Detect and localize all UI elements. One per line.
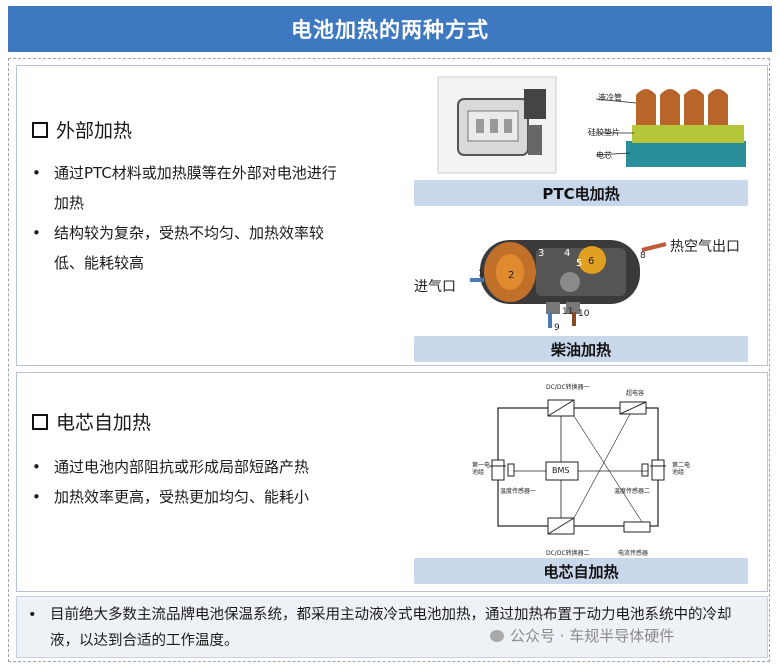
current-sensor-label: 电流传感器 [618, 550, 649, 557]
svg-text:9: 9 [554, 323, 560, 332]
wechat-icon [490, 629, 504, 642]
air-inlet-label: 进气口 [414, 279, 456, 295]
svg-text:1: 1 [478, 269, 484, 279]
bms-label: BMS [552, 466, 570, 475]
svg-text:3: 3 [538, 248, 544, 259]
temp-sensor2-label: 温度传感器二 [614, 488, 651, 495]
svg-text:11: 11 [562, 307, 573, 317]
ptc-caption: PTC电加热 [414, 180, 748, 206]
diesel-heater-illustration: 1 2 3 4 5 6 8 9 11 10 [470, 240, 667, 332]
dcdc1-label: DC/DC转换器一 [546, 384, 590, 391]
svg-text:8: 8 [640, 251, 646, 261]
svg-text:10: 10 [578, 309, 590, 319]
list-item: 加热效率更高，受热更加均匀、能耗小 [28, 482, 368, 512]
list-item: 通过电池内部阻抗或形成局部短路产热 [28, 452, 368, 482]
super-cap-label: 超电容 [626, 390, 645, 397]
svg-text:6: 6 [588, 256, 594, 267]
temp-sensor1-label: 温度传感器一 [500, 488, 537, 495]
summary-note: 目前绝大多数主流品牌电池保温系统，都采用主动液冷式电池加热，通过加热布置于动力电… [24, 602, 744, 654]
pack1-label: 第一电池组 [472, 462, 491, 476]
external-heating-bullets: 通过PTC材料或加热膜等在外部对电池进行加热 结构较为复杂，受热不均匀、加热效率… [28, 158, 348, 278]
self-heating-heading: 电芯自加热 [32, 408, 151, 435]
pack2-label: 第二电池组 [672, 462, 691, 476]
watermark-text: 公众号 · 车规半导体硬件 [510, 627, 675, 645]
external-heating-title: 外部加热 [56, 120, 133, 142]
cooling-tube-label: 液冷管 [598, 93, 622, 102]
dcdc2-label: DC/DC转换器二 [546, 550, 590, 557]
external-heating-heading: 外部加热 [32, 116, 132, 143]
svg-text:4: 4 [564, 248, 570, 259]
self-heating-bullets: 通过电池内部阻抗或形成局部短路产热 加热效率更高，受热更加均匀、能耗小 [28, 452, 368, 512]
self-heating-caption: 电芯自加热 [414, 558, 748, 584]
content-frame [8, 58, 770, 662]
cell-label: 电芯 [596, 151, 612, 160]
list-item: 通过PTC材料或加热膜等在外部对电池进行加热 [28, 158, 348, 218]
watermark: 公众号 · 车规半导体硬件 [490, 625, 674, 646]
diesel-caption: 柴油加热 [414, 336, 748, 362]
list-item: 结构较为复杂，受热不均匀、加热效率较低、能耗较高 [28, 218, 348, 278]
silicone-pad-label: 硅胶垫片 [588, 128, 620, 137]
hot-air-outlet-label: 热空气出口 [670, 239, 740, 255]
list-item: 目前绝大多数主流品牌电池保温系统，都采用主动液冷式电池加热，通过加热布置于动力电… [24, 602, 744, 654]
page-title: 电池加热的两种方式 [8, 6, 772, 52]
svg-text:2: 2 [508, 270, 514, 281]
ptc-heater-illustration [437, 76, 746, 174]
checkbox-square-icon [32, 413, 48, 430]
svg-text:5: 5 [576, 258, 582, 269]
self-heating-title: 电芯自加热 [56, 412, 152, 434]
checkbox-square-icon [32, 121, 48, 138]
self-heating-circuit-diagram [490, 399, 666, 535]
